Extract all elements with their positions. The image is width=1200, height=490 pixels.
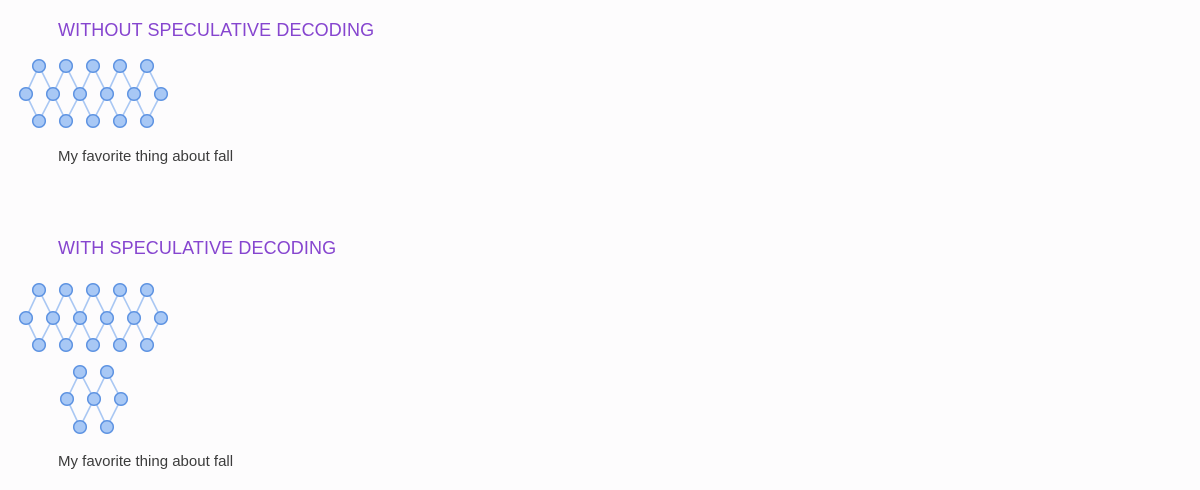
network-node [112,58,128,74]
network-nodes [59,364,129,435]
network-node [139,58,155,74]
network-node [99,86,115,102]
network-node [58,282,74,298]
network-node [31,337,47,353]
network-node [58,337,74,353]
network-node [85,282,101,298]
network-node [153,310,169,326]
network-nodes [18,282,169,353]
network-node [112,282,128,298]
network-node [139,113,155,129]
section-title-without: WITHOUT SPECULATIVE DECODING [58,20,375,40]
network-node [72,310,88,326]
section-title-with: WITH SPECULATIVE DECODING [58,238,337,258]
network-node [139,282,155,298]
generated-text-with: My favorite thing about fall [58,453,234,470]
network-node [31,58,47,74]
large-model-network-icon [18,58,169,129]
draft-model-network-icon [59,364,129,435]
network-node [126,86,142,102]
network-node [113,391,129,407]
network-node [85,337,101,353]
network-node [72,86,88,102]
network-node [112,337,128,353]
network-node [85,58,101,74]
network-node [18,86,34,102]
network-node [153,86,169,102]
network-node [72,364,88,380]
generated-text-without: My favorite thing about fall [58,148,234,165]
large-model-network-icon [18,282,169,353]
network-node [31,282,47,298]
network-node [31,113,47,129]
network-node [86,391,102,407]
network-node [72,419,88,435]
network-node [99,310,115,326]
network-node [99,419,115,435]
network-nodes [18,58,169,129]
network-node [18,310,34,326]
network-node [99,364,115,380]
network-node [45,310,61,326]
network-node [45,86,61,102]
network-node [139,337,155,353]
network-node [58,58,74,74]
network-node [59,391,75,407]
network-node [58,113,74,129]
network-node [126,310,142,326]
network-node [112,113,128,129]
network-node [85,113,101,129]
